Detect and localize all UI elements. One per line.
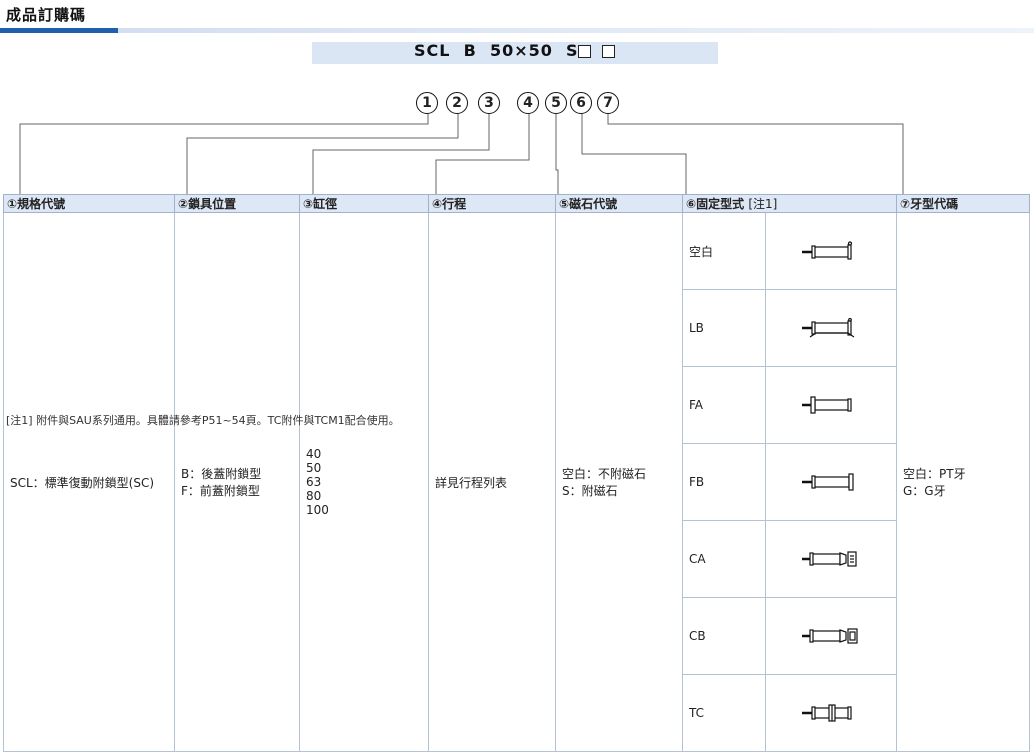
header-thread: ⑦牙型代碼 [896,194,1030,213]
circle-5: 5 [545,92,567,114]
header-stroke: ④行程 [428,194,556,213]
mount-name: TC [682,674,766,752]
cylinder-basic-icon [765,212,897,290]
cylinder-rear-flange-icon [765,443,897,521]
cylinder-trunnion-icon [765,674,897,752]
footnote: [注1] 附件與SAU系列通用。具體請參考P51~54頁。TC附件與TCM1配合… [6,414,400,427]
header-bore: ③缸徑 [299,194,429,213]
header-spec-code: ①規格代號 [3,194,175,213]
cell-spec-code: SCL：標準復動附鎖型(SC) [3,212,175,752]
cell-thread: 空白：PT牙 G：G牙 [896,212,1030,752]
spec-table: ①規格代號 ②鎖具位置 ③缸徑 ④行程 ⑤磁石代號 ⑥固定型式 [注1] ⑦牙型… [3,194,1030,752]
title-underline [0,28,1034,33]
cylinder-front-flange-icon [765,366,897,444]
page-title: 成品訂購碼 [6,6,87,24]
header-mounting-note: [注1] [748,197,778,211]
header-magnet: ⑤磁石代號 [555,194,683,213]
header-mounting: ⑥固定型式 [注1] [682,194,897,213]
mount-name: CB [682,597,766,675]
code-box-6 [578,45,591,58]
circle-1: 1 [416,92,438,114]
circle-4: 4 [517,92,539,114]
cell-magnet: 空白：不附磁石 S：附磁石 [555,212,683,752]
circle-7: 7 [597,92,619,114]
connector-lines [19,114,904,194]
circle-6: 6 [570,92,592,114]
mount-name: CA [682,520,766,598]
mount-name: FA [682,366,766,444]
cylinder-clevis-single-icon [765,520,897,598]
cell-lock-position: B：後蓋附鎖型 F：前蓋附鎖型 [174,212,300,752]
mount-name: FB [682,443,766,521]
mount-name: LB [682,289,766,367]
order-code-box [312,42,718,64]
cell-bore: 40 50 63 80 100 [299,212,429,752]
order-code-text: SCL B 50×50 S [414,41,579,60]
code-box-7 [602,45,615,58]
mount-name: 空白 [682,212,766,290]
circle-3: 3 [478,92,500,114]
circle-2: 2 [446,92,468,114]
cylinder-foot-icon [765,289,897,367]
header-lock-position: ②鎖具位置 [174,194,300,213]
cylinder-clevis-double-icon [765,597,897,675]
cell-stroke: 詳見行程列表 [428,212,556,752]
